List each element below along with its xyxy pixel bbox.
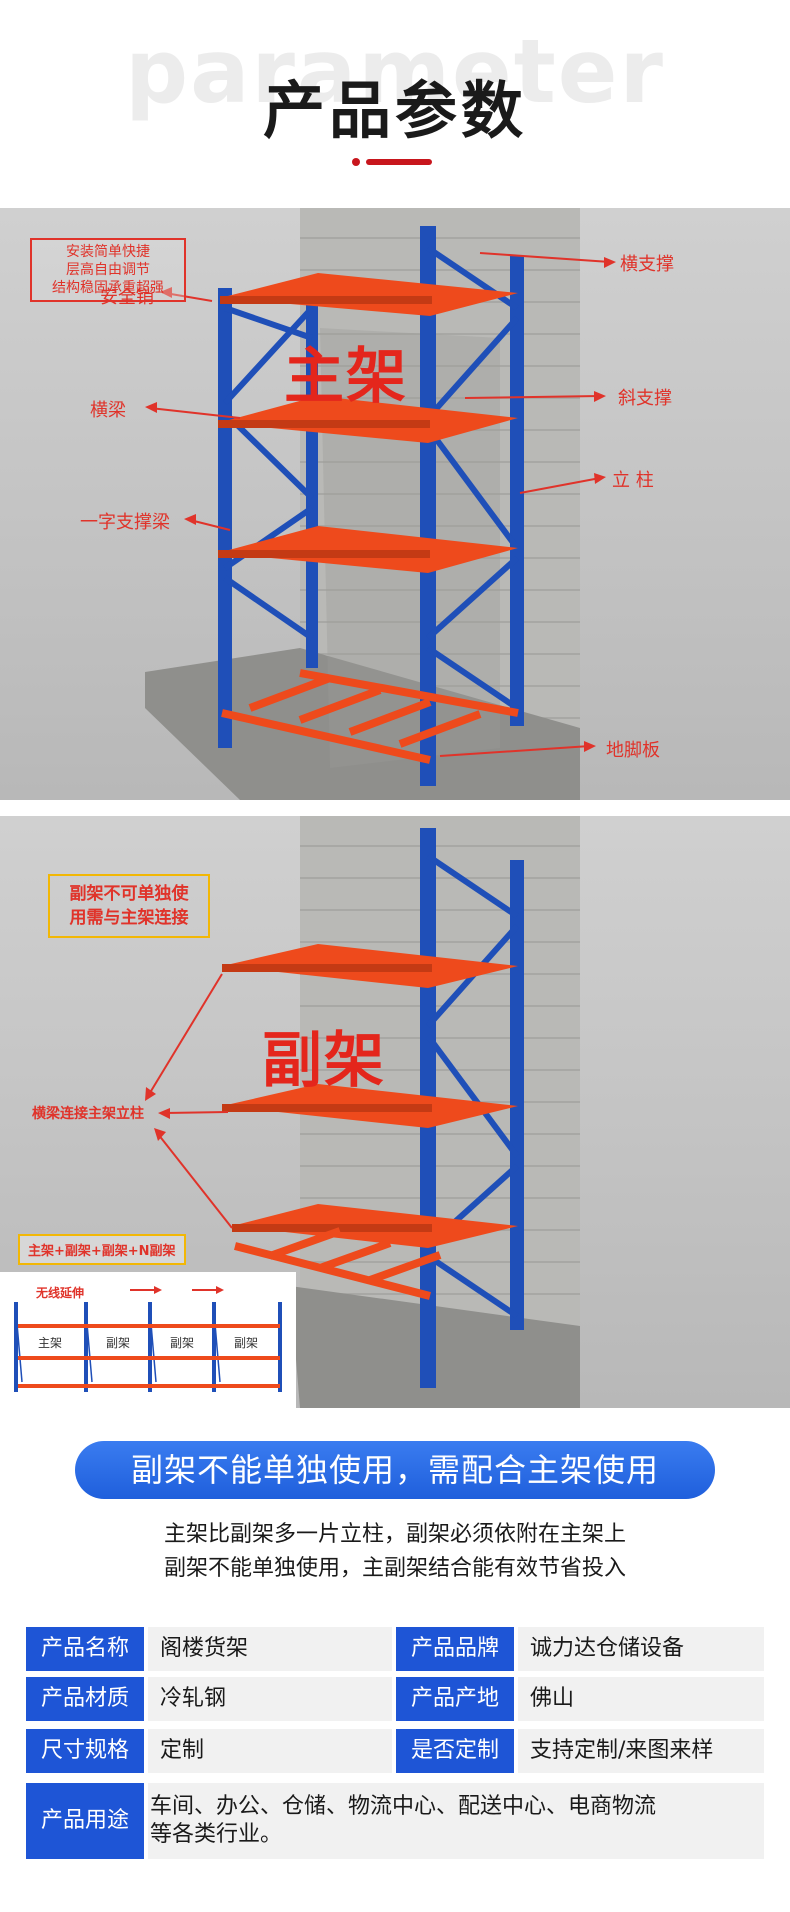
main-rack-diagram: 安装简单快捷 层高自由调节 结构稳固承重超强 主架 安全销 横梁 一字支撑梁 横… xyxy=(0,208,790,800)
description-line-2: 副架不能单独使用，主副架结合能有效节省投入 xyxy=(163,1556,626,1581)
label-bar-beam: 一字支撑梁 xyxy=(80,512,170,533)
feature-item: 层高自由调节 xyxy=(66,262,150,278)
page-title: 产品参数 xyxy=(262,74,527,147)
sub-rack-illustration xyxy=(145,816,580,1408)
param-key-usage: 产品用途 xyxy=(26,1783,144,1859)
main-rack-illustration xyxy=(145,208,616,800)
param-value-material: 冷轧钢 xyxy=(148,1677,392,1721)
param-key-material: 产品材质 xyxy=(26,1677,144,1721)
inset-title: 无线延伸 xyxy=(36,1286,85,1300)
param-key-brand: 产品品牌 xyxy=(396,1627,514,1671)
inset-label-sub-3: 副架 xyxy=(234,1336,259,1350)
param-value-custom: 支持定制/来图来样 xyxy=(518,1729,764,1773)
title-decoration-line xyxy=(366,159,432,165)
param-value-origin: 佛山 xyxy=(518,1677,764,1721)
notice-box: 副架不可单独使 用需与主架连接 xyxy=(48,874,210,938)
param-value-name: 阁楼货架 xyxy=(148,1627,392,1671)
header-ghost-text: parameter xyxy=(125,20,665,123)
param-value-brand: 诚力达仓储设备 xyxy=(518,1627,764,1671)
label-foot-plate: 地脚板 xyxy=(606,740,660,761)
inset-illustration xyxy=(14,1286,282,1392)
title-decoration-dot xyxy=(352,158,360,166)
param-key-origin: 产品产地 xyxy=(396,1677,514,1721)
usage-banner: 副架不能单独使用，需配合主架使用 xyxy=(75,1441,715,1499)
beam-connect-label: 横梁连接主架立柱 xyxy=(32,1106,144,1122)
label-horizontal-brace: 横支撑 xyxy=(620,254,674,275)
inset-label-main: 主架 xyxy=(38,1336,63,1350)
feature-item: 结构稳固承重超强 xyxy=(52,280,164,296)
label-diagonal-brace: 斜支撑 xyxy=(618,388,672,409)
sub-frame-label: 副架 xyxy=(262,1026,386,1096)
header: parameter 产品参数 xyxy=(0,0,790,205)
param-value-size: 定制 xyxy=(148,1729,392,1773)
inset-label-sub-2: 副架 xyxy=(170,1336,195,1350)
feature-item: 安装简单快捷 xyxy=(66,244,150,260)
extension-inset: 无线延伸 主架 副架 副架 副架 xyxy=(0,1272,296,1408)
notice-line: 副架不可单独使 xyxy=(69,884,189,904)
param-key-custom: 是否定制 xyxy=(396,1729,514,1773)
sub-rack-diagram: 副架不可单独使 用需与主架连接 副架 横梁连接主架立柱 主架+副架+副架+N副架… xyxy=(0,816,790,1408)
inset-label-sub-1: 副架 xyxy=(106,1336,131,1350)
main-frame-label: 主架 xyxy=(284,342,408,412)
description-line-1: 主架比副架多一片立柱，副架必须依附在主架上 xyxy=(163,1522,626,1547)
feature-box: 安装简单快捷 层高自由调节 结构稳固承重超强 xyxy=(30,238,186,302)
param-key-name: 产品名称 xyxy=(26,1627,144,1671)
label-upright: 立 柱 xyxy=(612,470,654,491)
notice-line: 用需与主架连接 xyxy=(69,908,189,928)
label-beam: 横梁 xyxy=(90,400,126,421)
combo-box: 主架+副架+副架+N副架 xyxy=(18,1234,186,1265)
label-safety-pin: 安全销 xyxy=(100,287,154,308)
param-value-usage: 车间、办公、仓储、物流中心、配送中心、电商物流等各类行业。 xyxy=(148,1783,764,1859)
param-key-size: 尺寸规格 xyxy=(26,1729,144,1773)
